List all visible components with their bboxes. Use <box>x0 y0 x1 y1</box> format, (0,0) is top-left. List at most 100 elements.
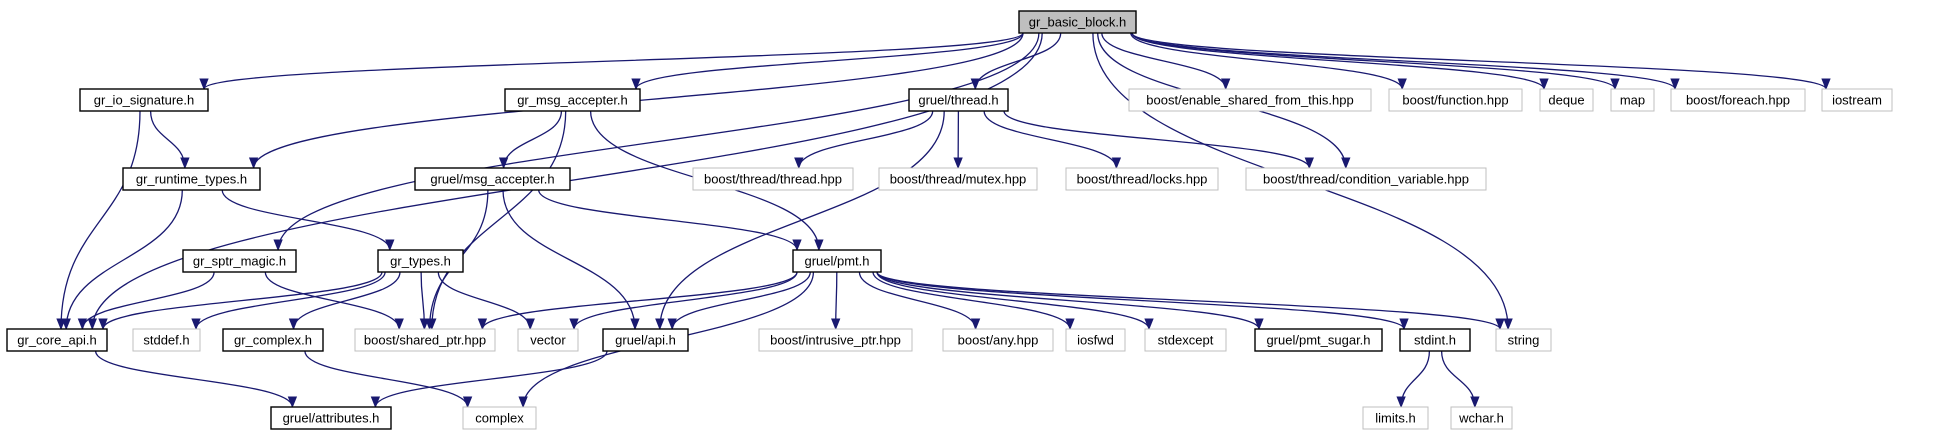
edge-stdint-to-wchar <box>1440 350 1480 409</box>
node-iostream: iostream <box>1821 88 1893 112</box>
node-label: boost/any.hpp <box>958 333 1039 348</box>
edge-gr-types-to-boost-shared-ptr <box>419 271 430 331</box>
node-gruel-attributes[interactable]: gruel/attributes.h <box>270 406 392 430</box>
edge-gruel-pmt-to-iosfwd <box>872 271 1075 331</box>
edge-gr-basic-block-to-gr-msg-accepter <box>631 32 1024 91</box>
node-boost-thread-mutex: boost/thread/mutex.hpp <box>878 167 1038 191</box>
node-label: map <box>1620 93 1645 108</box>
node-boost-foreach: boost/foreach.hpp <box>1670 88 1806 112</box>
node-stdint[interactable]: stdint.h <box>1399 328 1471 352</box>
node-box <box>6 328 108 352</box>
node-gruel-pmt[interactable]: gruel/pmt.h <box>792 249 882 273</box>
node-label: stdint.h <box>1414 333 1456 348</box>
node-gr-complex[interactable]: gr_complex.h <box>222 328 324 352</box>
edge-gruel-pmt-to-stdint <box>876 271 1409 331</box>
node-box <box>792 249 882 273</box>
node-box <box>1670 88 1806 112</box>
node-gr-io-signature[interactable]: gr_io_signature.h <box>79 88 209 112</box>
node-label: gr_sptr_magic.h <box>193 254 286 269</box>
node-box <box>504 88 641 112</box>
node-boost-shared-ptr: boost/shared_ptr.hpp <box>354 328 496 352</box>
node-gr-msg-accepter[interactable]: gr_msg_accepter.h <box>504 88 641 112</box>
edge-gruel-thread-to-boost-thread-cv <box>1003 110 1314 170</box>
edge-gr-runtime-types-to-gr-core-api <box>61 189 183 331</box>
edge-gruel-pmt-to-boost-any <box>858 271 981 331</box>
node-box <box>692 167 854 191</box>
node-vector: vector <box>517 328 579 352</box>
node-complex: complex <box>462 406 537 430</box>
node-label: stddef.h <box>143 333 189 348</box>
edge-gr-basic-block-to-gr-sptr-magic <box>273 32 1040 252</box>
node-box <box>1362 406 1429 430</box>
edge-gr-sptr-magic-to-gr-core-api <box>77 271 215 331</box>
node-box <box>602 328 689 352</box>
edge-gr-msg-accepter-to-boost-shared-ptr <box>427 110 567 331</box>
node-box <box>1065 167 1219 191</box>
edge-gruel-api-to-gruel-attributes <box>370 350 608 409</box>
file-nodes: gr_basic_block.h gr_io_signature.h gr_msg_… <box>6 10 1893 430</box>
node-box <box>1495 328 1552 352</box>
edge-gruel-pmt-to-boost-shared-ptr <box>477 271 798 331</box>
node-box <box>878 167 1038 191</box>
node-label: gr_core_api.h <box>17 333 97 348</box>
node-gr-runtime-types[interactable]: gr_runtime_types.h <box>122 167 261 191</box>
node-label: boost/intrusive_ptr.hpp <box>770 333 901 348</box>
node-box <box>270 406 392 430</box>
node-gr-types[interactable]: gr_types.h <box>377 249 464 273</box>
node-box <box>182 249 297 273</box>
node-label: string <box>1508 333 1540 348</box>
node-label: gruel/api.h <box>615 333 676 348</box>
node-label: boost/thread/condition_variable.hpp <box>1263 172 1469 187</box>
edge-gr-basic-block-to-deque <box>1131 32 1549 91</box>
node-boost-function: boost/function.hpp <box>1388 88 1523 112</box>
node-map: map <box>1610 88 1655 112</box>
node-gr-core-api[interactable]: gr_core_api.h <box>6 328 108 352</box>
node-label: stdexcept <box>1158 333 1214 348</box>
node-deque: deque <box>1539 88 1594 112</box>
node-box <box>942 328 1054 352</box>
node-label: gr_msg_accepter.h <box>517 93 628 108</box>
edge-gruel-thread-to-boost-thread-locks <box>983 110 1122 170</box>
node-box <box>1144 328 1227 352</box>
node-box <box>462 406 537 430</box>
node-label: gruel/msg_accepter.h <box>430 172 554 187</box>
node-box <box>908 88 1009 112</box>
node-box <box>354 328 496 352</box>
edge-gruel-pmt-to-string <box>876 271 1505 331</box>
node-box <box>517 328 579 352</box>
edge-gruel-thread-to-boost-thread-thread <box>794 110 934 170</box>
node-label: boost/thread/locks.hpp <box>1077 172 1208 187</box>
edge-gr-basic-block-to-iostream <box>1131 32 1831 91</box>
node-gr-sptr-magic[interactable]: gr_sptr_magic.h <box>182 249 297 273</box>
node-boost-enable-shared: boost/enable_shared_from_this.hpp <box>1128 88 1372 112</box>
node-label: gr_io_signature.h <box>94 93 194 108</box>
node-label: boost/function.hpp <box>1402 93 1508 108</box>
node-label: gr_runtime_types.h <box>136 172 247 187</box>
edge-gruel-pmt-to-gruel-api <box>667 271 811 331</box>
node-gruel-pmt-sugar[interactable]: gruel/pmt_sugar.h <box>1254 328 1383 352</box>
edge-gr-types-to-vector <box>437 271 535 331</box>
node-label: vector <box>530 333 566 348</box>
node-box <box>132 328 201 352</box>
node-boost-thread-locks: boost/thread/locks.hpp <box>1065 167 1219 191</box>
node-box <box>1388 88 1523 112</box>
edge-gr-basic-block-to-boost-function <box>1130 32 1407 91</box>
edge-gr-complex-to-complex <box>304 350 473 409</box>
node-limits: limits.h <box>1362 406 1429 430</box>
edge-gruel-pmt-to-boost-intrusive-ptr <box>831 271 841 331</box>
edge-gruel-pmt-to-stdexcept <box>876 271 1154 331</box>
node-gruel-thread[interactable]: gruel/thread.h <box>908 88 1009 112</box>
node-boost-intrusive-ptr: boost/intrusive_ptr.hpp <box>758 328 913 352</box>
node-label: complex <box>475 411 524 426</box>
node-box <box>377 249 464 273</box>
node-gruel-msg-accepter[interactable]: gruel/msg_accepter.h <box>414 167 571 191</box>
node-box <box>1128 88 1372 112</box>
node-iosfwd: iosfwd <box>1065 328 1126 352</box>
node-gr-basic-block: gr_basic_block.h <box>1018 10 1137 34</box>
edge-gr-basic-block-to-boost-foreach <box>1131 32 1680 91</box>
node-label: boost/foreach.hpp <box>1686 93 1790 108</box>
node-label: boost/thread/mutex.hpp <box>890 172 1027 187</box>
node-label: boost/thread/thread.hpp <box>704 172 842 187</box>
node-gruel-api[interactable]: gruel/api.h <box>602 328 689 352</box>
